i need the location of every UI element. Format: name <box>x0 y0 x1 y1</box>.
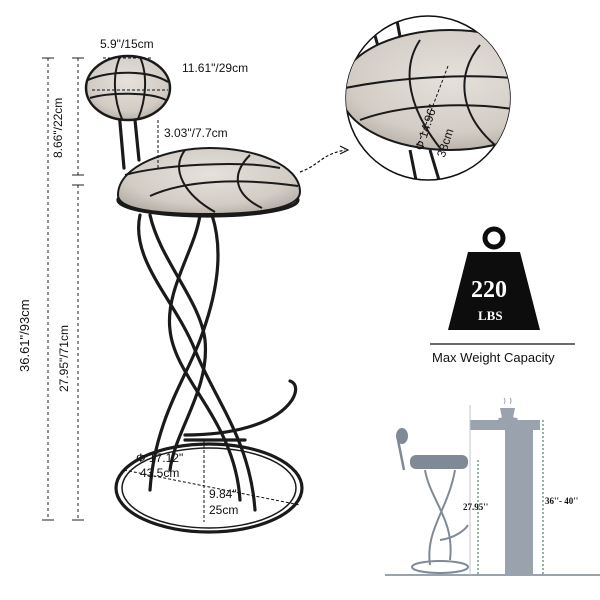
backrest-cushion <box>84 54 172 122</box>
capacity-unit: LBS <box>478 308 503 323</box>
capacity-caption: Max Weight Capacity <box>432 350 555 365</box>
base-diameter-in-label: Φ 17.12" <box>136 451 184 465</box>
base-diameter-cm-label: 43.5cm <box>140 466 180 480</box>
backrest-width-label: 5.9"/15cm <box>100 37 154 51</box>
backrest-tall-label: 8.66"/22cm <box>51 97 65 158</box>
total-height-dimension <box>47 58 79 520</box>
weight-icon <box>448 226 540 330</box>
total-height-label: 36.61"/93cm <box>17 299 32 372</box>
footrest-height-cm-label: 25cm <box>209 503 239 517</box>
seat-cushion <box>116 146 302 216</box>
zoom-arrow <box>299 149 346 173</box>
footrest-height-in-label: 9.84" <box>209 487 237 501</box>
coffee-cup-icon <box>498 397 518 421</box>
backrest-height-label: 11.61"/29cm <box>182 61 249 75</box>
counter-height-comparison-label: 36''- 40'' <box>545 496 579 506</box>
seat-zoom-circle <box>345 15 511 181</box>
height-comparison-diagram <box>385 405 600 576</box>
capacity-value: 220 <box>471 277 507 303</box>
back-post-gap-label: 3.03"/7.7cm <box>164 126 228 140</box>
stool <box>114 98 304 534</box>
seat-height-label: 27.95"/71cm <box>57 325 71 392</box>
stool-height-comparison-label: 27.95'' <box>463 502 489 512</box>
